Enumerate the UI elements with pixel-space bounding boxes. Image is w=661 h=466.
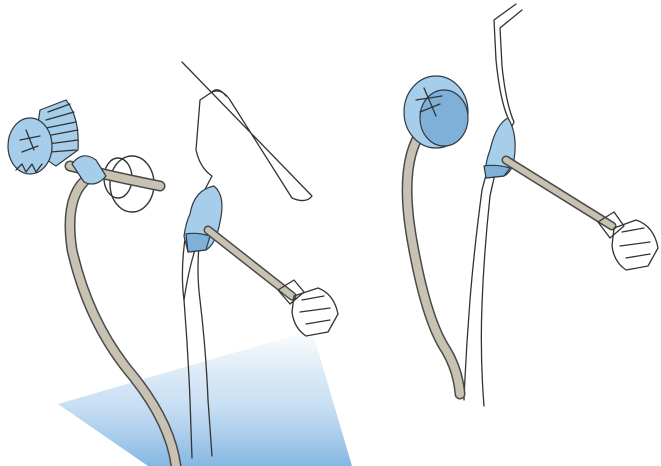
panel-edge-right (481, 10, 522, 406)
left-figure (8, 62, 352, 466)
cable-right-fill (208, 230, 292, 296)
clip-collar (72, 156, 106, 184)
grommet-installed-shadow (186, 233, 210, 252)
cable-long-right (407, 128, 460, 394)
cable-right-straight (506, 160, 612, 226)
grommet-right-shadow (484, 165, 510, 178)
right-figure (404, 4, 658, 406)
